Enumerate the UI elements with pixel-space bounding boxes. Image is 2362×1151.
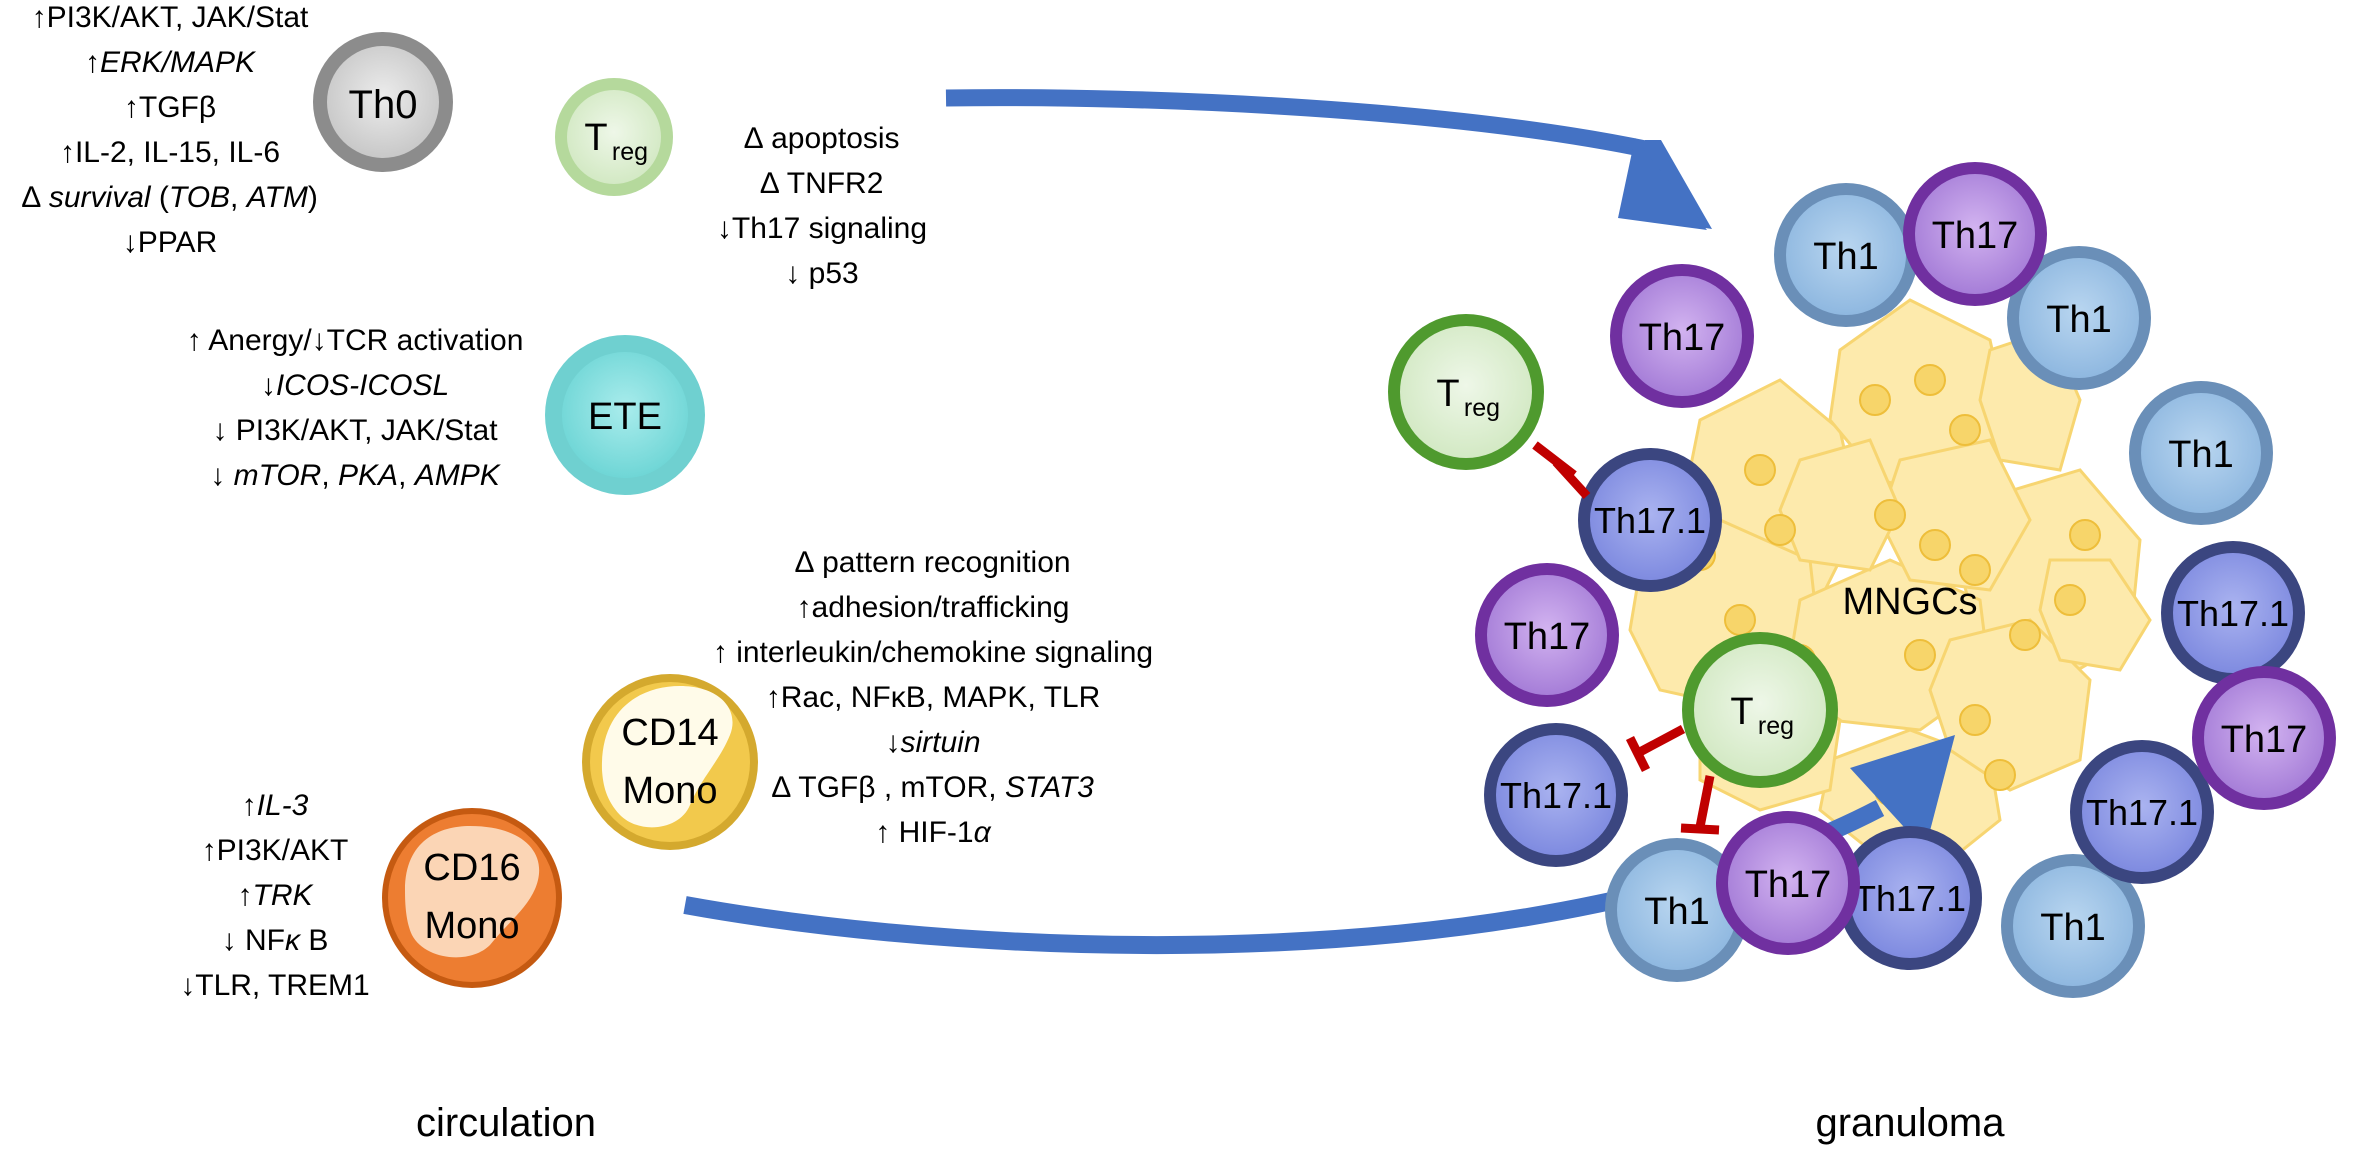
ete-effect-1: ↑ Anergy/↓TCR activation [187,324,524,357]
treg-effect-2: ∆ TNFR2 [761,167,884,200]
treg-sub-label: reg [612,138,648,166]
th17-1-cell: Th17.1 [2070,740,2214,884]
th0-effect-6: ↓PPAR [123,226,217,259]
cd14-effect-3: ↑ interleukin/chemokine signaling [713,636,1153,669]
cd14-effect-1: ∆ pattern recognition [795,546,1070,579]
cd16-effect-3: ↑TRK [238,879,315,912]
th1-label: Th1 [2046,299,2111,341]
cd14-effect-2: ↑adhesion/trafficking [797,591,1070,624]
cd16-label-2: Mono [424,905,519,947]
cd16-effects: ↑IL-3 ↑PI3K/AKT ↑TRK ↓ NFκ B ↓TLR, TREM1 [180,789,369,1002]
th17-cell: Th17 [2192,666,2336,810]
cd14-effect-7: ↑ HIF-1α [875,816,991,849]
cd14-mono-cell: CD14 Mono [582,674,758,850]
th1-cell: Th1 [1605,838,1749,982]
cd14-effect-6: ∆ TGFβ , mTOR, STAT3 [772,771,1094,804]
cd14-label-1: CD14 [621,712,718,754]
th1-label: Th1 [2168,434,2233,476]
th17-label: Th17 [1504,616,1591,658]
ete-effect-2: ↓ICOS-ICOSL [261,369,449,402]
cd14-effect-4: ↑Rac, NFκB, MAPK, TLR [766,681,1101,714]
th17-1-label: Th17.1 [1594,500,1706,541]
treg-effect-1: ∆ apoptosis [744,122,899,155]
cd14-label-2: Mono [622,770,717,812]
th17-label: Th17 [1639,317,1726,359]
cd16-effect-4: ↓ NFκ B [222,924,329,957]
inhibition-marker [1680,775,1720,835]
treg-label: T [1436,373,1459,415]
th17-cell: Th17 [1903,162,2047,306]
th17-1-label: Th17.1 [1500,775,1612,816]
treg-sub-label: reg [1758,712,1794,740]
treg-label: T [584,117,607,159]
treg-cell-circulation: T reg [555,78,673,196]
th1-label: Th1 [1813,236,1878,278]
inhibition-marker [1625,725,1686,773]
th17-1-label: Th17.1 [2086,792,2198,833]
th17-1-cell: Th17.1 [1838,826,1982,970]
th17-1-cell: Th17.1 [1578,448,1722,592]
inhibition-marker [1532,441,1591,500]
th17-cell: Th17 [1716,811,1860,955]
th0-label: Th0 [349,83,418,127]
th0-cell: Th0 [313,32,453,172]
th0-effect-4: ↑IL-2, IL-15, IL-6 [60,136,280,169]
cd14-effects: ∆ pattern recognition ↑adhesion/traffick… [713,546,1153,849]
treg-sub-label: reg [1464,394,1500,422]
th17-label: Th17 [1932,215,2019,257]
th17-label: Th17 [1745,864,1832,906]
cd16-effect-2: ↑PI3K/AKT [202,834,349,867]
th17-1-cell: Th17.1 [1484,723,1628,867]
th1-cell: Th1 [2007,246,2151,390]
th17-1-label: Th17.1 [2177,593,2289,634]
th1-cell: Th1 [1774,183,1918,327]
region-label-circulation: circulation [416,1101,596,1145]
th1-cell: Th1 [2129,381,2273,525]
cd16-effect-5: ↓TLR, TREM1 [180,969,369,1002]
th0-effects: ↑PI3K/AKT, JAK/Stat ↑ERK/MAPK ↑TGFβ ↑IL-… [22,1,318,259]
th17-1-cell: Th17.1 [2161,541,2305,685]
migration-arrow-top [945,89,1712,230]
region-label-granuloma: granuloma [1815,1101,2005,1145]
ete-effect-4: ↓ mTOR, PKA, AMPK [210,459,502,492]
cd16-effect-1: ↑IL-3 [242,789,309,822]
treg-label: T [1730,691,1753,733]
ete-effect-3: ↓ PI3K/AKT, JAK/Stat [212,414,498,447]
treg-effect-3: ↓Th17 signaling [717,212,927,245]
th0-effect-1: ↑PI3K/AKT, JAK/Stat [32,1,309,34]
ete-cell: ETE [545,335,705,495]
ete-effects: ↑ Anergy/↓TCR activation ↓ICOS-ICOSL ↓ P… [187,324,524,492]
th17-cell: Th17 [1475,563,1619,707]
th1-label: Th1 [1644,891,1709,933]
th17-label: Th17 [2221,719,2308,761]
cd14-effect-5: ↓sirtuin [885,726,980,759]
treg-cell-granuloma: T reg [1388,314,1544,470]
treg-effects: ∆ apoptosis ∆ TNFR2 ↓Th17 signaling ↓ p5… [717,122,927,290]
th1-label: Th1 [2040,907,2105,949]
th17-1-label: Th17.1 [1854,878,1966,919]
cd16-mono-cell: CD16 Mono [382,808,562,988]
mngcs-label: MNGCs [1842,581,1977,623]
th17-cell: Th17 [1610,264,1754,408]
treg-cell-granuloma: T reg [1682,632,1838,788]
th0-effect-5: ∆ survival (TOB, ATM) [22,181,318,214]
th0-effect-2: ↑ERK/MAPK [85,46,257,79]
treg-effect-4: ↓ p53 [785,257,858,290]
cd16-label-1: CD16 [423,847,520,889]
ete-label: ETE [588,396,662,438]
th0-effect-3: ↑TGFβ [124,91,216,124]
th1-cell: Th1 [2001,854,2145,998]
